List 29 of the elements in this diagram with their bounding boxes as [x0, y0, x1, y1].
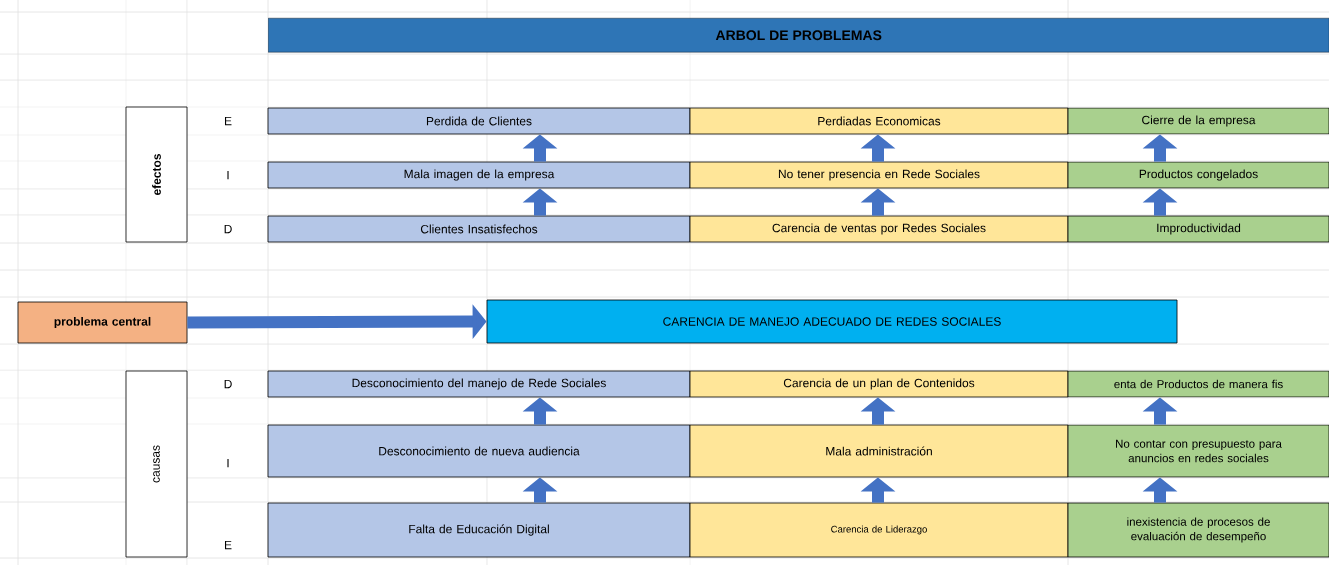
- title-banner: ARBOL DE PROBLEMAS: [268, 18, 1329, 53]
- central-problem-box: CARENCIA DE MANEJO ADECUADO DE REDES SOCIALES: [486, 299, 1178, 344]
- section-label-box: causas: [125, 370, 188, 558]
- cause-cell: No contar con presupuesto para anuncios en redes sociales: [1067, 424, 1329, 478]
- row-letter: D: [224, 224, 232, 234]
- effect-cell: Mala imagen de la empresa: [267, 161, 691, 189]
- cause-cell: enta de Productos de manera fis: [1067, 370, 1329, 398]
- effect-cell: Perdida de Clientes: [267, 107, 691, 135]
- cause-cell: inexistencia de procesos de evaluación de desempeño: [1067, 502, 1329, 558]
- effect-cell: Clientes Insatisfechos: [267, 215, 691, 243]
- row-letter: E: [225, 116, 232, 126]
- cause-cell: Desconocimiento del manejo de Rede Sociales: [267, 370, 691, 398]
- section-label-box: problema central: [17, 301, 188, 344]
- cause-cell: Carencia de un plan de Contenidos: [689, 370, 1069, 398]
- cause-cell: Desconocimiento de nueva audiencia: [267, 424, 691, 478]
- row-letter: I: [227, 458, 229, 468]
- row-letter: D: [224, 379, 232, 389]
- row-letter: I: [227, 170, 229, 180]
- effect-cell: No tener presencia en Rede Sociales: [689, 161, 1069, 189]
- effect-cell: Perdiadas Economicas: [689, 107, 1069, 135]
- effect-cell: Productos congelados: [1067, 161, 1329, 189]
- effect-cell: Cierre de la empresa: [1067, 107, 1329, 135]
- effect-cell: Improductividad: [1067, 215, 1329, 243]
- cause-cell: Carencia de Liderazgo: [689, 502, 1069, 558]
- row-letter: E: [225, 540, 232, 550]
- effect-cell: Carencia de ventas por Redes Sociales: [689, 215, 1069, 243]
- cause-cell: Falta de Educación Digital: [267, 502, 691, 558]
- cause-cell: Mala administración: [689, 424, 1069, 478]
- section-label-box: efectos: [125, 106, 188, 243]
